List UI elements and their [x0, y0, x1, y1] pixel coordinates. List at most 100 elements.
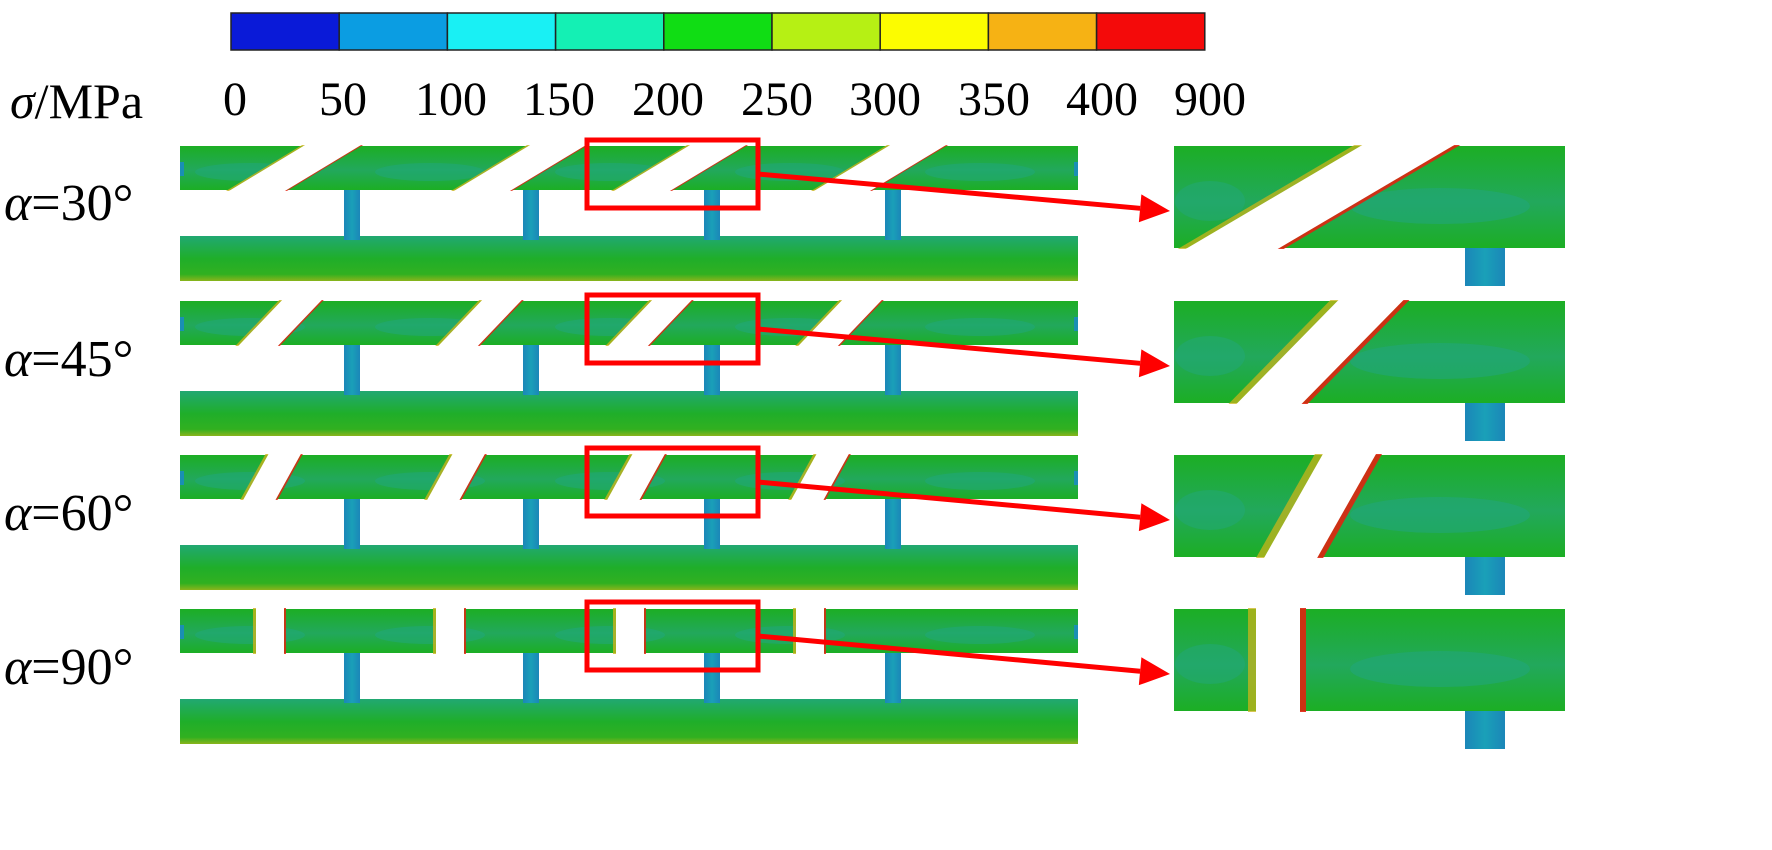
- detail-low-zone: [1175, 181, 1245, 221]
- detail-slot-gap: [1263, 454, 1377, 558]
- contour-band: [180, 608, 1078, 744]
- detail-pillar: [1465, 557, 1505, 595]
- colorbar-segment: [663, 12, 773, 51]
- legend-tick-1: 50: [319, 73, 367, 126]
- support-pillar: [885, 190, 901, 240]
- row-label-45: α=45°: [4, 334, 133, 386]
- support-pillar: [344, 345, 360, 395]
- row-label-30: α=30°: [4, 178, 133, 230]
- legend-tick-6: 300: [849, 73, 921, 126]
- row-value: =45°: [31, 331, 134, 388]
- contour-band: [180, 300, 1078, 436]
- support-pillar: [704, 190, 720, 240]
- contour-band: [180, 145, 1078, 281]
- low-stress-zone: [375, 163, 485, 181]
- slot-gap: [616, 608, 644, 654]
- callout-arrow-line: [757, 479, 1141, 520]
- support-pillar: [885, 499, 901, 549]
- slot-gap: [243, 454, 301, 500]
- slot-gap: [238, 300, 322, 346]
- legend-unit-label: σ/MPa: [10, 76, 143, 126]
- end-marker: [180, 625, 184, 639]
- legend-tick-2: 100: [415, 73, 487, 126]
- callout-arrow-line: [757, 326, 1141, 366]
- support-pillar: [523, 190, 539, 240]
- row-value: =60°: [31, 485, 134, 542]
- legend-tick-7: 350: [958, 73, 1030, 126]
- colorbar-segment: [446, 12, 557, 51]
- row-symbol: α: [4, 639, 32, 696]
- support-pillar: [523, 499, 539, 549]
- detail-pillar: [1465, 248, 1505, 286]
- legend-tick-5: 250: [741, 73, 813, 126]
- callout-arrow-line: [757, 633, 1141, 674]
- callout-arrow-head: [1138, 503, 1170, 532]
- detail-views: [1174, 145, 1565, 749]
- contour-bands: [180, 145, 1078, 744]
- end-marker: [1074, 162, 1078, 176]
- colorbar-segment: [338, 12, 449, 51]
- low-stress-zone: [925, 318, 1035, 336]
- detail-low-zone: [1350, 651, 1530, 687]
- contour-band: [180, 454, 1078, 590]
- low-stress-zone: [375, 626, 485, 644]
- row-symbol: α: [4, 175, 32, 232]
- support-pillar: [344, 653, 360, 703]
- callout-arrow-head: [1138, 349, 1170, 378]
- colorbar-segment: [879, 12, 990, 51]
- detail-pillar: [1465, 711, 1505, 749]
- detail-low-zone: [1350, 343, 1530, 379]
- detail-low-zone: [1175, 490, 1245, 530]
- bottom-plate: [180, 545, 1078, 590]
- row-label-90: α=90°: [4, 642, 133, 694]
- colorbar-segment: [1095, 12, 1206, 51]
- end-marker: [1074, 625, 1078, 639]
- detail-low-zone: [1175, 336, 1245, 376]
- support-pillar: [704, 499, 720, 549]
- legend-tick-3: 150: [523, 73, 595, 126]
- slot-gap: [608, 300, 692, 346]
- slot-gap: [256, 608, 284, 654]
- slot-gap: [228, 145, 362, 191]
- detail-slot-gap: [1185, 145, 1455, 249]
- colorbar-segment: [230, 12, 340, 51]
- callout-arrow-head: [1138, 657, 1170, 686]
- row-symbol: α: [4, 331, 32, 388]
- end-marker: [180, 317, 184, 331]
- slot-gap: [796, 608, 824, 654]
- support-pillar: [523, 653, 539, 703]
- support-pillar: [344, 499, 360, 549]
- low-stress-zone: [195, 626, 305, 644]
- row-label-60: α=60°: [4, 488, 133, 540]
- low-stress-zone: [925, 472, 1035, 490]
- legend-tick-4: 200: [632, 73, 704, 126]
- detail-slot-gap: [1256, 608, 1300, 712]
- detail-view: [1174, 300, 1565, 441]
- end-marker: [180, 162, 184, 176]
- detail-view: [1174, 454, 1565, 595]
- slot-gap: [613, 145, 747, 191]
- row-value: =30°: [31, 175, 134, 232]
- bottom-plate: [180, 699, 1078, 744]
- legend-unit: /MPa: [34, 73, 144, 129]
- row-value: =90°: [31, 639, 134, 696]
- slot-gap: [436, 608, 464, 654]
- slot-gap: [607, 454, 665, 500]
- stress-colorbar: [230, 12, 1206, 51]
- end-marker: [1074, 317, 1078, 331]
- support-pillar: [885, 345, 901, 395]
- detail-pillar: [1465, 403, 1505, 441]
- low-stress-zone: [925, 626, 1035, 644]
- colorbar-segment: [771, 12, 881, 51]
- support-pillar: [523, 345, 539, 395]
- callout-arrow-head: [1138, 194, 1170, 223]
- bottom-plate: [180, 391, 1078, 436]
- low-stress-zone: [555, 626, 665, 644]
- row-symbol: α: [4, 485, 32, 542]
- bottom-plate: [180, 236, 1078, 281]
- slot-gap: [427, 454, 485, 500]
- legend-symbol: σ: [10, 73, 35, 129]
- low-stress-zone: [925, 163, 1035, 181]
- slot-gap: [453, 145, 587, 191]
